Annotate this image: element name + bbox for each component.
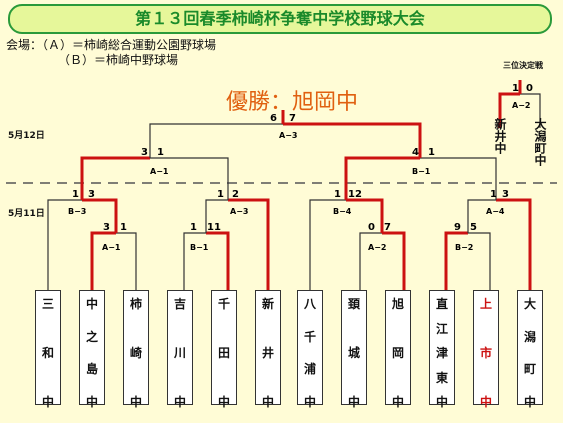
third-team-left: 新井中 (493, 118, 507, 154)
tournament-title: 第１３回春季柿崎杯争奪中学校野球大会 (8, 4, 552, 34)
team-name: 吉川中 (173, 297, 186, 409)
team-box: 頚城中 (341, 290, 367, 409)
qf-a3-loser-line (205, 199, 228, 233)
team-box: 吉川中 (167, 290, 193, 409)
team-box: 八千浦中 (297, 290, 323, 409)
team-name: 頚城中 (347, 297, 360, 409)
team-box: 中之島中 (79, 290, 105, 409)
r1-b2-score-right: 5 (470, 222, 477, 233)
final-loser-line (149, 123, 283, 158)
qf-b3-winner-line (82, 198, 118, 233)
r1-b1-winner-line (206, 231, 230, 290)
venue-b: （Ｂ）＝柿崎中野球場 (58, 53, 179, 67)
team-name: 三和中 (41, 297, 54, 409)
qf-a3-score-left: 1 (217, 189, 224, 200)
r1-b2-winner-line (444, 231, 468, 290)
team-box: 旭岡中 (385, 290, 411, 409)
r1-a2-winner-line (382, 231, 406, 290)
third-score-right: 0 (526, 83, 533, 94)
r1-a1-loser-line (116, 232, 137, 290)
team-box: 新井中 (255, 290, 281, 409)
team-box: 千田中 (211, 290, 237, 409)
qf-b4-winner-line (346, 198, 384, 233)
venue-a: 会場：（Ａ）＝柿崎総合運動公園野球場 (6, 38, 217, 52)
qf-b4-loser-line (309, 199, 346, 290)
team-box: 三和中 (35, 290, 61, 409)
team-name: 直江津東中 (435, 297, 448, 409)
sf-a1-game: A−1 (150, 167, 169, 176)
r1-a1-score-right: 1 (120, 222, 127, 233)
r1-b1-score-left: 1 (190, 222, 197, 233)
team-name: 新井中 (261, 297, 274, 409)
qf-b3-game: B−3 (68, 207, 86, 216)
r1-a2-game: A−2 (368, 243, 386, 252)
qf-a4-loser-line (467, 199, 496, 233)
r1-b2-loser-line (468, 232, 491, 290)
third-score-left: 1 (512, 83, 519, 94)
team-name: 柿崎中 (129, 297, 142, 409)
r1-b1-score-right: 11 (207, 222, 221, 233)
qf-b4-score-left: 1 (334, 189, 341, 200)
sf-a1-score-right: 1 (157, 147, 164, 158)
date-day2: 5月12日 (8, 131, 45, 141)
team-name: 千田中 (217, 297, 230, 409)
sf-b1-score-right: 1 (428, 147, 435, 158)
third-place-title: 三位決定戦 (503, 61, 543, 70)
r1-b2-score-left: 9 (454, 222, 461, 233)
team-name: 大潟町中 (523, 297, 536, 409)
sf-b1-loser-line (420, 157, 497, 200)
final-score-left: 6 (270, 113, 277, 124)
sf-b1-game: B−1 (412, 167, 431, 176)
third-team-right: 大潟町中 (533, 118, 547, 166)
r1-b1-game: B−1 (190, 243, 209, 252)
team-box: 大潟町中 (517, 290, 543, 409)
team-box: 上市中 (473, 290, 499, 409)
qf-a3-winner-line (228, 198, 270, 290)
qf-b4-score-right: 12 (348, 189, 362, 200)
date-day1: 5月11日 (8, 209, 45, 219)
third-game: A−2 (512, 101, 530, 110)
final-winner-line (283, 122, 422, 158)
qf-b3-score-right: 3 (88, 189, 95, 200)
team-box: 柿崎中 (123, 290, 149, 409)
team-box: 直江津東中 (429, 290, 455, 409)
r1-a2-score-right: 7 (384, 222, 391, 233)
third-winner-line (498, 92, 520, 128)
sf-b1-winner-line (344, 156, 420, 200)
qf-a4-score-left: 1 (490, 189, 497, 200)
sf-a1-winner-line (80, 156, 150, 200)
r1-a1-winner-line (90, 231, 116, 290)
team-name: 八千浦中 (303, 297, 316, 409)
final-score-right: 7 (289, 113, 296, 124)
qf-a3-score-right: 2 (232, 189, 239, 200)
r1-a1-score-left: 3 (103, 222, 110, 233)
qf-b3-score-left: 1 (72, 189, 79, 200)
team-name: 中之島中 (85, 297, 98, 409)
r1-b1-loser-line (183, 232, 206, 290)
r1-a2-score-left: 0 (368, 222, 375, 233)
r1-b2-game: B−2 (455, 243, 473, 252)
third-loser-line (520, 93, 541, 128)
r1-a2-loser-line (359, 232, 382, 290)
sf-a1-score-left: 3 (141, 147, 148, 158)
qf-a3-game: A−3 (230, 207, 248, 216)
qf-b4-game: B−4 (333, 207, 352, 216)
sf-a1-loser-line (150, 157, 229, 200)
final-game: A−3 (279, 131, 297, 140)
champion-label: 優勝：旭岡中 (226, 90, 359, 115)
qf-a4-score-right: 3 (502, 189, 509, 200)
r1-a1-game: A−1 (102, 243, 121, 252)
team-name: 旭岡中 (391, 297, 404, 409)
qf-b3-loser-line (47, 199, 82, 290)
qf-a4-game: A−4 (486, 207, 505, 216)
sf-b1-score-left: 4 (412, 147, 419, 158)
team-name: 上市中 (479, 297, 492, 409)
qf-a4-winner-line (496, 198, 532, 290)
